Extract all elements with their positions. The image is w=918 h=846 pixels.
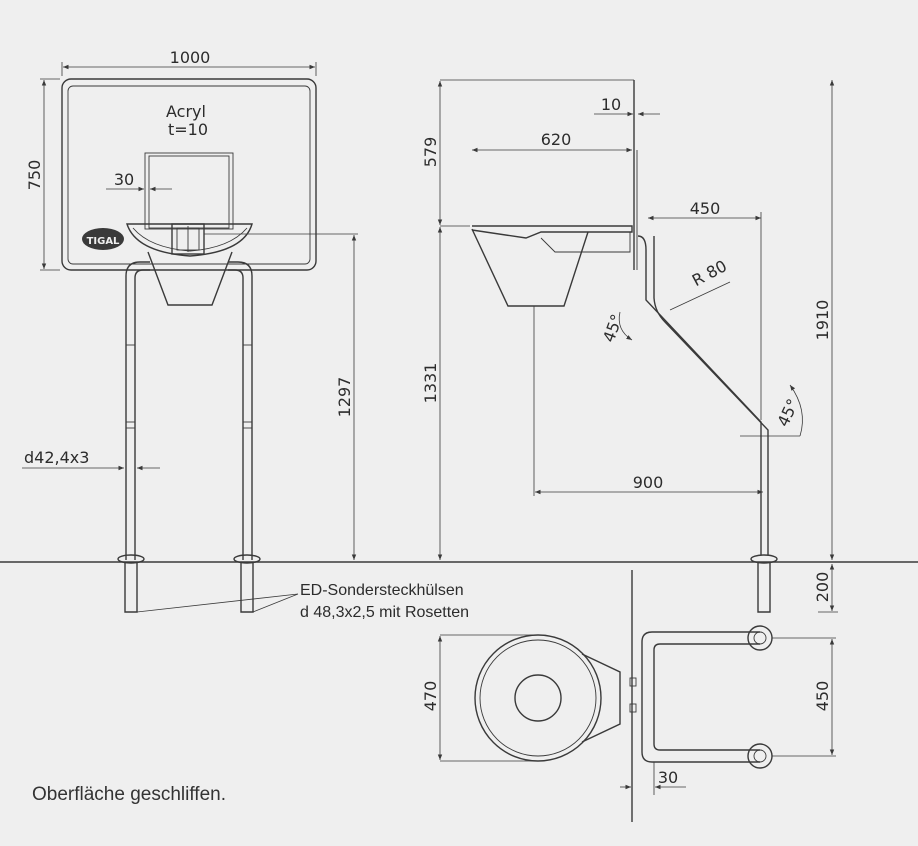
basket-620-label: 620 [541,130,572,149]
wall-10-label: 10 [601,95,621,114]
angle-upper-label: 45° [599,312,627,345]
plan-spacing-label: 450 [813,681,832,712]
sleeve-label-line1: ED-Sondersteckhülsen [300,582,464,599]
rim-height-label: 1297 [335,377,354,418]
front-view: 1000 750 Acryl t=10 30 1297 d42,4x3 TIGA… [22,48,358,613]
material-label: Acryl [166,102,206,121]
rosette-left [117,554,145,564]
plan-support-frame [641,631,760,763]
footer-note: Oberfläche geschliffen. [32,784,226,805]
backboard-outer [61,78,317,271]
plan-pole-top [747,625,773,651]
net [147,251,233,306]
side-view: 10 620 579 1331 450 R 80 45° 45° 900 191… [421,79,838,613]
plan-gap-label: 30 [658,768,678,787]
angle-lower-label: 45° [773,396,802,430]
sleeve-annotation: ED-Sondersteckhülsen d 48,3x2,5 mit Rose… [136,582,469,621]
side-sleeve [757,563,771,613]
logo-badge [82,228,124,250]
reach-900-label: 900 [633,473,664,492]
target-square-inner [148,155,230,229]
lower-1331-label: 1331 [421,363,440,404]
upper-579-label: 579 [421,137,440,168]
backboard-inner [67,85,311,265]
front-width-label: 1000 [170,48,211,67]
offset-30-label: 30 [114,170,134,189]
front-height-label: 750 [25,160,44,191]
side-basket [471,225,633,239]
sleeve-right [240,563,254,613]
plan-view: 470 450 30 [421,570,836,822]
sleeve-left [124,563,138,613]
post-right [228,261,253,560]
side-support-arm [637,235,762,555]
plan-pole-bottom [747,743,773,769]
post-left [125,261,150,560]
ground-200-label: 200 [813,572,832,603]
plan-basket-center [514,674,562,722]
sleeve-label-line2: d 48,3x2,5 mit Rosetten [300,604,469,621]
plan-depth-label: 470 [421,681,440,712]
logo-text: TIGAL [87,236,120,247]
total-1910-label: 1910 [813,300,832,341]
plan-basket-inner [479,639,597,757]
pipe-dim-label: d42,4x3 [24,448,89,467]
side-rosette [750,554,778,564]
target-square [144,152,234,230]
rosette-right [233,554,261,564]
thickness-label: t=10 [168,120,208,139]
offset-450-label: 450 [690,199,721,218]
